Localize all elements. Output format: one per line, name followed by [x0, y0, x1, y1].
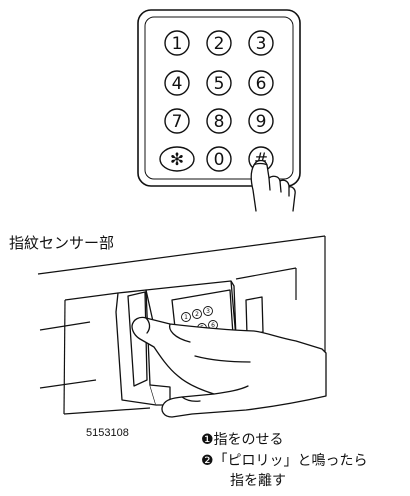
key-1-label: 1 — [172, 34, 183, 54]
device-key-2: 2 — [192, 309, 202, 319]
key-5: 5 — [206, 70, 232, 96]
device-key-3-label: 3 — [206, 308, 210, 315]
key-9: 9 — [248, 108, 274, 134]
wall-lines — [37, 235, 326, 415]
device-key-6-label: 6 — [211, 322, 215, 329]
key-6-label: 6 — [256, 74, 267, 94]
device-key-2-label: 2 — [195, 311, 199, 318]
device-key-3: 3 — [203, 306, 213, 316]
device-key-1-label: 1 — [184, 314, 188, 321]
sensor-label: 指紋センサー部 — [9, 234, 115, 252]
key-3-label: 3 — [256, 34, 267, 54]
key-7-label: 7 — [172, 112, 183, 132]
device-key-1: 1 — [181, 312, 191, 322]
hand-on-sensor-icon — [131, 316, 327, 418]
key-4: 4 — [164, 70, 190, 96]
key-4-label: 4 — [172, 74, 183, 94]
key-1: 1 — [164, 30, 190, 56]
step-2-text: ❷「ピロリッ」と鳴ったら — [201, 453, 368, 469]
keypad-inner-border — [144, 16, 294, 180]
key-3: 3 — [248, 30, 274, 56]
key-0-label: 0 — [214, 150, 225, 170]
key-7: 7 — [164, 108, 190, 134]
key-asterisk: ✻ — [159, 146, 195, 172]
key-2-label: 2 — [214, 34, 225, 54]
key-8: 8 — [206, 108, 232, 134]
key-asterisk-label: ✻ — [170, 150, 184, 170]
key-0: 0 — [206, 146, 232, 172]
keypad: 1 2 3 4 5 6 — [137, 9, 301, 212]
key-9-label: 9 — [256, 112, 267, 132]
step-2-text-continued: 指を離す — [230, 473, 286, 489]
figure-code: 5153108 — [86, 427, 129, 439]
pressing-hand-icon — [250, 159, 296, 212]
key-5-label: 5 — [214, 74, 225, 94]
key-6: 6 — [248, 70, 274, 96]
key-2: 2 — [206, 30, 232, 56]
key-8-label: 8 — [214, 112, 225, 132]
step-1-text: ❶指をのせる — [201, 432, 284, 448]
